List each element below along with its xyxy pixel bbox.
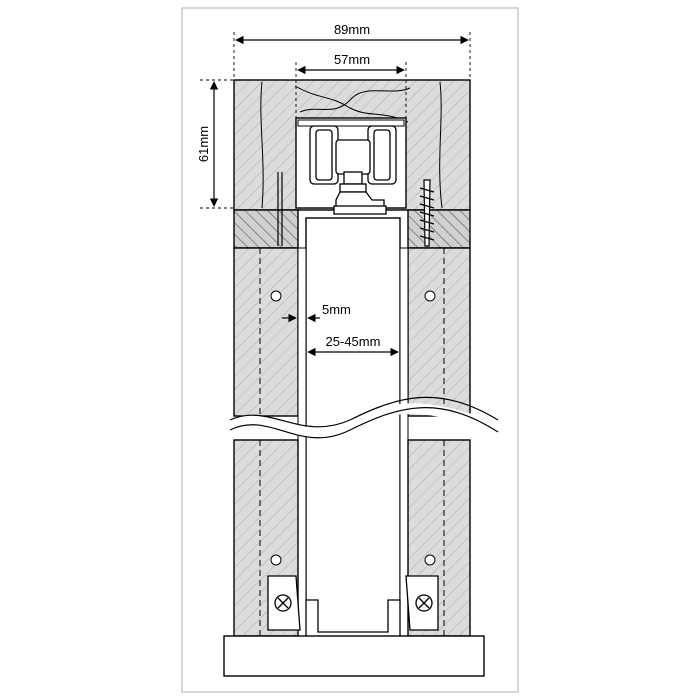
label-overall-width: 89mm [334,22,370,37]
floor-guide-left [267,575,301,631]
outer-frame [181,7,519,693]
label-wall-gap: 5mm [322,302,351,317]
break-line [229,396,499,439]
right-wall-upper [407,247,471,417]
label-track-height: 61mm [196,126,211,162]
floor [223,635,485,677]
floor-guide-right [405,575,439,631]
roller-carriage [309,125,397,215]
extension-lines [200,32,471,209]
label-door-thickness: 25-45mm [326,334,381,349]
mounting-screw-right [419,179,435,247]
left-wall-upper [233,247,299,417]
ceiling-board [233,209,471,249]
label-track-width: 57mm [334,52,370,67]
mounting-screw-left [277,172,283,246]
wall-screw-markers [270,290,436,566]
